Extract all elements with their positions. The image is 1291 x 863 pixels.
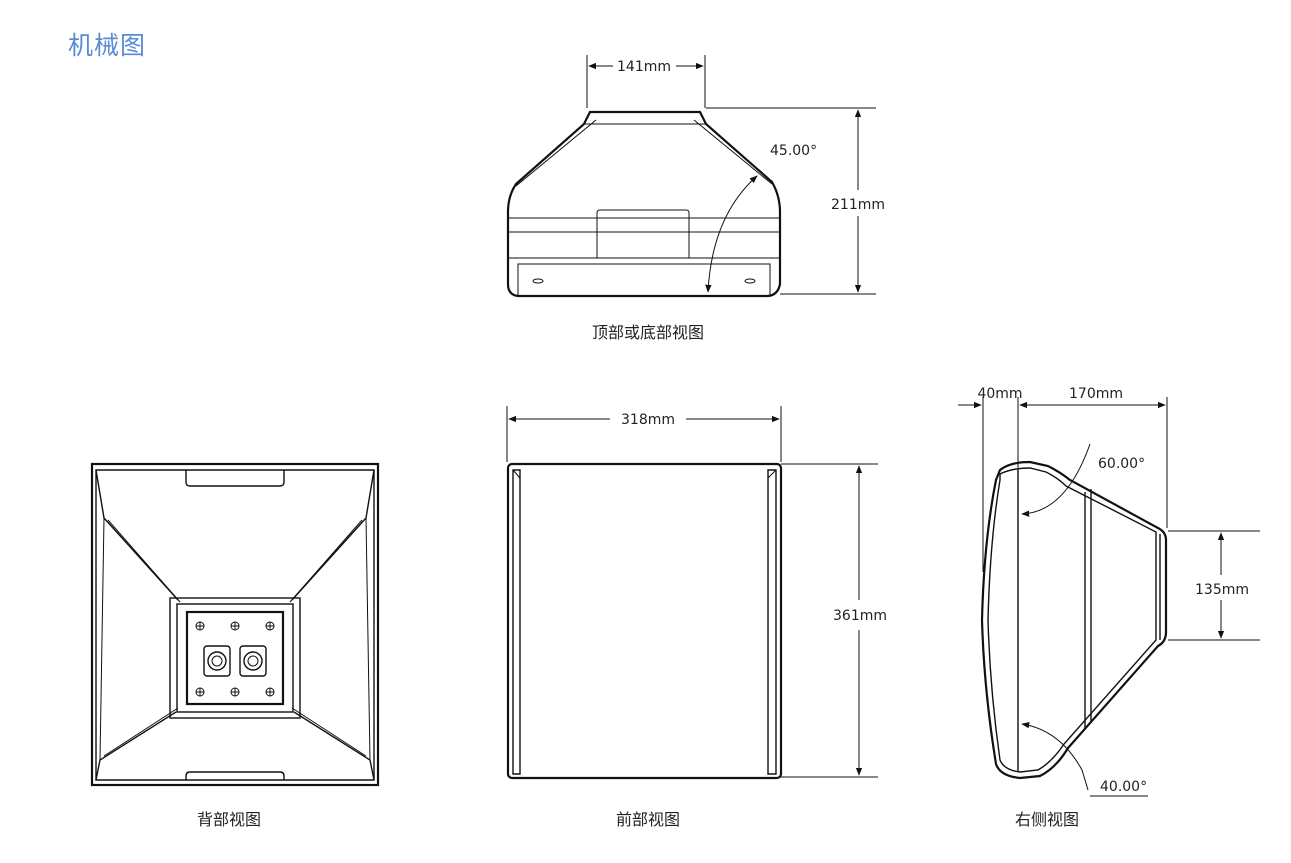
top-width-label: 141mm	[617, 59, 671, 75]
back-handle-top	[185, 470, 285, 487]
front-rail-detail-1	[512, 469, 521, 479]
top-view-caption: 顶部或底部视图	[592, 323, 704, 342]
top-height-label: 211mm	[831, 197, 885, 213]
front-view-caption: 前部视图	[616, 810, 680, 829]
side-depth-back-label: 170mm	[1069, 386, 1123, 402]
top-angle-arc	[705, 175, 758, 293]
front-view-left-rail	[512, 469, 521, 775]
top-view-hole-right	[744, 278, 756, 284]
back-bevel-inner	[103, 519, 367, 757]
back-connector-plate	[185, 610, 285, 706]
back-recess-outer	[169, 597, 301, 719]
top-view-body	[506, 110, 782, 298]
front-view-right-rail	[767, 469, 777, 775]
front-view: 318mm 361mm 前部视图	[506, 406, 887, 829]
front-view-body	[506, 462, 783, 780]
top-view-hole-left	[532, 278, 544, 284]
back-recess-mid	[176, 603, 294, 713]
back-screws	[195, 621, 275, 697]
side-angle-top-label: 60.00°	[1098, 456, 1145, 472]
front-height-label: 361mm	[833, 608, 887, 624]
back-connector-right	[239, 645, 267, 677]
top-view: 141mm 45.00° 211mm 顶部或底部视图	[506, 55, 885, 342]
side-view: 40mm 170mm 60.00° 40.00° 135mm 右侧视图	[958, 384, 1260, 829]
side-angle-top-arc	[1021, 443, 1091, 517]
side-angle-bottom-arc	[1021, 721, 1089, 791]
top-view-base-inner	[517, 263, 771, 296]
side-height-label: 135mm	[1195, 582, 1249, 598]
side-angle-bottom-label: 40.00°	[1100, 779, 1147, 795]
back-view-frame	[90, 462, 380, 787]
front-rail-detail-2	[767, 469, 777, 479]
back-view: 背部视图	[90, 462, 380, 829]
top-angle-label: 45.00°	[770, 143, 817, 159]
front-width-label: 318mm	[621, 412, 675, 428]
back-handle-bottom	[185, 771, 285, 780]
side-view-body	[980, 460, 1168, 780]
side-depth-front-label: 40mm	[977, 386, 1022, 402]
page-title: 机械图	[68, 31, 147, 60]
back-view-caption: 背部视图	[197, 810, 261, 829]
back-connector-left	[203, 645, 231, 677]
top-view-bevel	[515, 119, 773, 187]
top-view-handle	[596, 209, 690, 258]
back-side-lines	[99, 517, 371, 761]
side-view-inner-outline	[987, 467, 1157, 773]
side-view-caption: 右侧视图	[1015, 810, 1079, 829]
